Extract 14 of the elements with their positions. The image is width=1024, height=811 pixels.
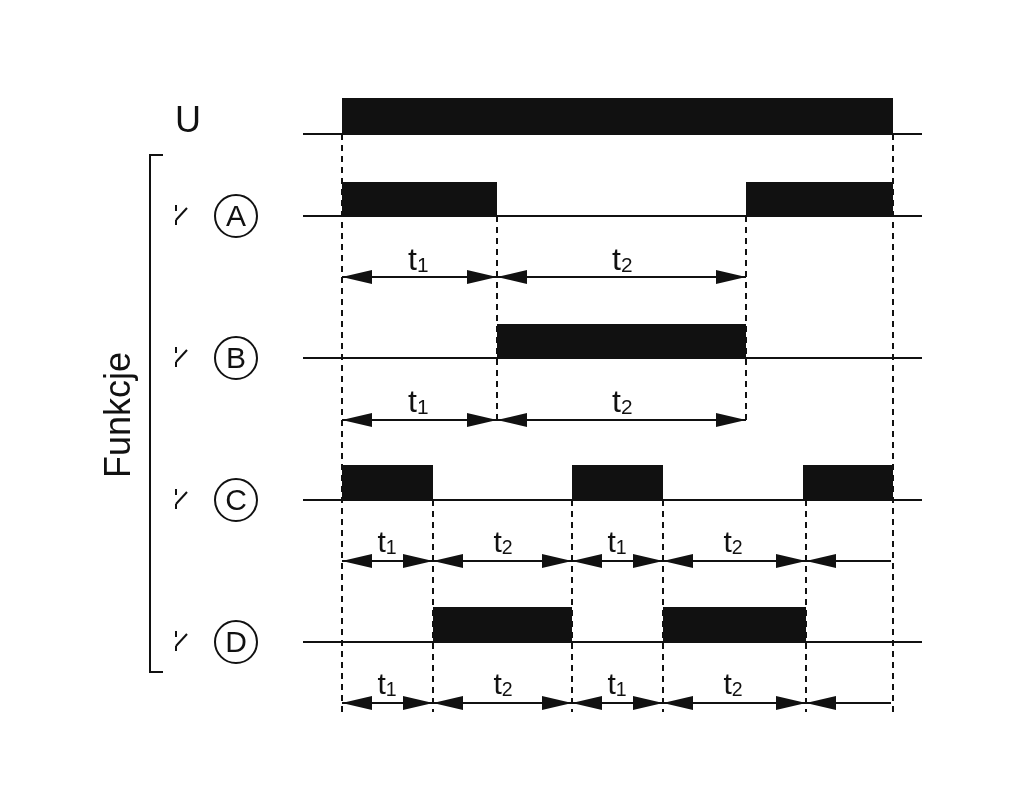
circle-node: B [214,336,258,380]
signal-label: U [175,102,201,138]
time-label: t$_{2}$ [493,669,513,700]
time-label: t$_{2}$ [493,527,513,558]
time-label: t$_{2}$ [723,527,743,558]
time-label: t$_{1}$ [377,527,397,558]
time-label: t$_{1}$ [607,669,627,700]
time-label: t$_{2}$ [723,669,743,700]
time-label: t$_{1}$ [607,527,627,558]
circle-node: A [214,194,258,238]
circle-node: C [214,478,258,522]
group-label: Funkcje [100,351,137,479]
time-label: t$_{1}$ [377,669,397,700]
circle-node: D [214,620,258,664]
